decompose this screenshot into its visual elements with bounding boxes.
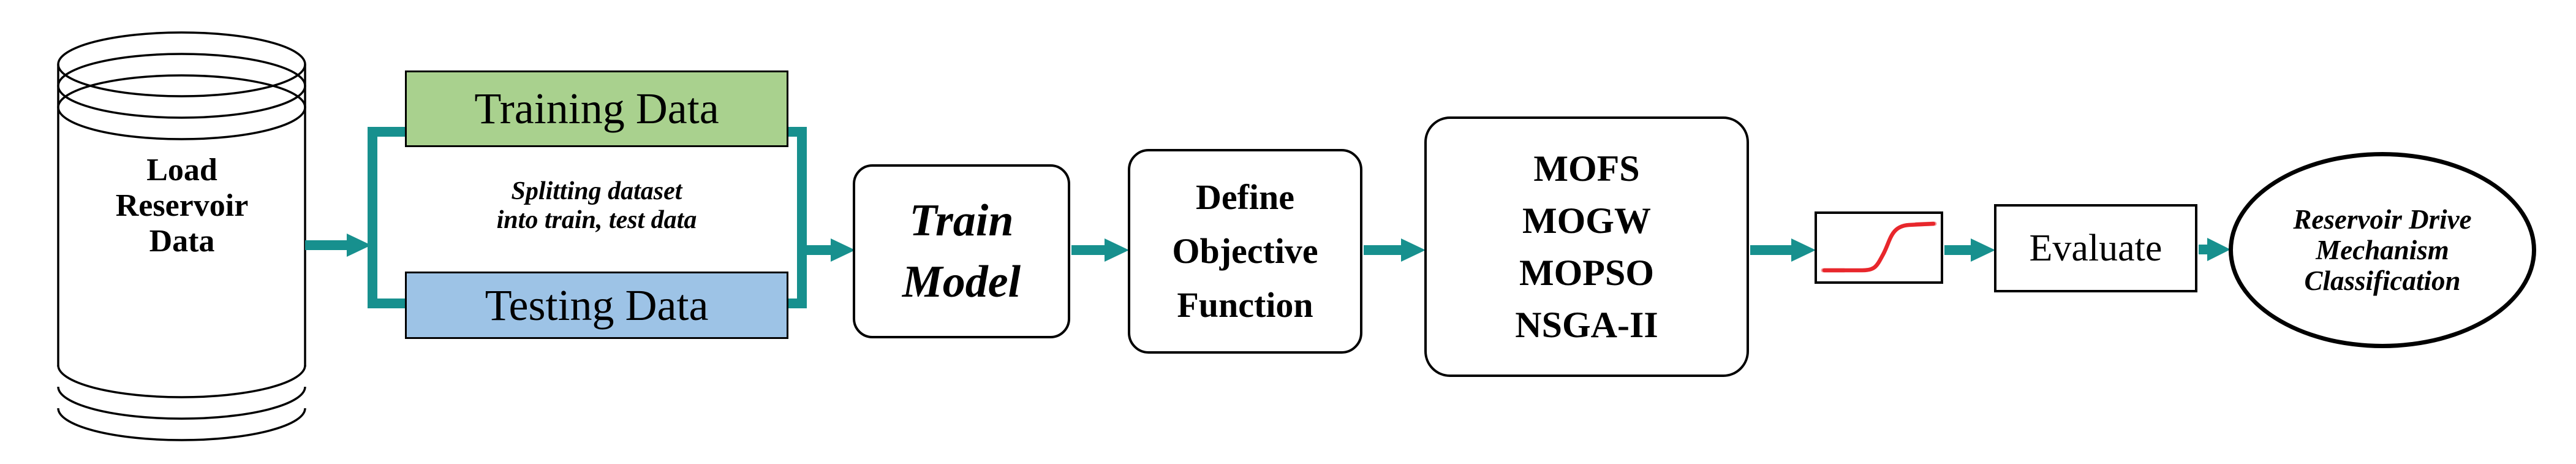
define-objective-function-box: Define Objective Function (1128, 149, 1362, 354)
splitting-note-line: Splitting dataset (511, 177, 682, 205)
train-model-line: Model (902, 257, 1021, 307)
load-line: Load (146, 153, 217, 188)
evaluate-box: Evaluate (1994, 204, 2197, 292)
splitting-note: Splitting dataset into train, test data (405, 177, 788, 235)
arrow-evaluate-to-output (2199, 238, 2230, 261)
define-line: Function (1177, 285, 1313, 325)
arrow-define-to-optimizers (1364, 238, 1426, 262)
load-line: Reservoir (115, 188, 249, 223)
merge-bracket-right (783, 127, 807, 308)
output-line: Mechanism (2316, 235, 2449, 265)
arrow-load-to-split (305, 234, 371, 257)
output-ellipse: Reservoir Drive Mechanism Classification (2229, 152, 2536, 348)
evaluate-label: Evaluate (2029, 227, 2162, 269)
training-data-label: Training Data (474, 84, 719, 133)
arrow-split-to-train-model (802, 238, 855, 262)
train-model-line: Train (909, 196, 1014, 246)
sigmoid-curve-icon (1821, 221, 1937, 273)
load-reservoir-data-label: Load Reservoir Data (58, 152, 306, 260)
splitting-note-line: into train, test data (496, 206, 697, 234)
split-bracket-left (368, 127, 410, 308)
output-line: Reservoir Drive (2293, 204, 2472, 235)
load-line: Data (149, 224, 215, 259)
define-line: Define (1195, 177, 1295, 217)
sigmoid-activation-box (1815, 211, 1943, 284)
optimizers-box: MOFS MOGW MOPSO NSGA-II (1424, 116, 1749, 377)
train-model-box: Train Model (853, 164, 1070, 338)
training-data-box: Training Data (405, 70, 788, 147)
testing-data-label: Testing Data (485, 280, 709, 330)
testing-data-box: Testing Data (405, 272, 788, 339)
arrow-optimizers-to-activation (1750, 238, 1816, 262)
optimizer-line: MOFS (1533, 148, 1640, 189)
optimizer-line: MOPSO (1519, 252, 1654, 293)
define-line: Objective (1172, 231, 1318, 271)
database-cylinder-shape (57, 31, 306, 441)
arrow-activation-to-evaluate (1944, 238, 1995, 262)
optimizer-line: NSGA-II (1515, 304, 1658, 345)
arrow-train-model-to-define (1071, 238, 1129, 262)
optimizer-line: MOGW (1522, 200, 1651, 241)
output-line: Classification (2304, 265, 2461, 296)
